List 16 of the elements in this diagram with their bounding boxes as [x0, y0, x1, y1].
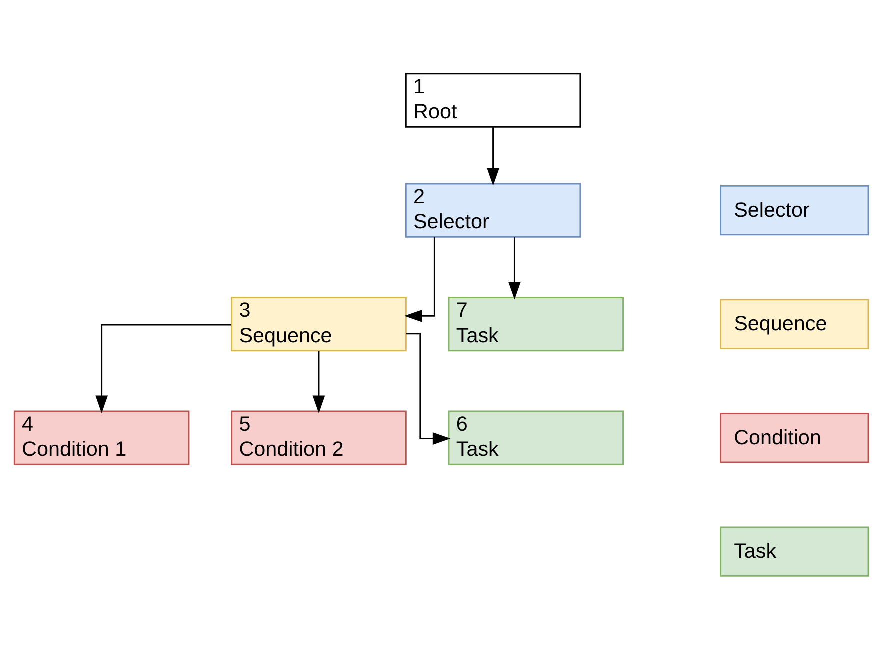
arrow: [404, 236, 436, 322]
node-box: 4 Condition 1: [14, 410, 190, 465]
legend-label: Sequence: [734, 312, 828, 336]
node-box: 3 Sequence: [231, 296, 407, 352]
legend-label: Task: [734, 540, 777, 563]
node-box: 5 Condition 2: [231, 410, 407, 465]
arrow: [487, 126, 500, 186]
node-box: 1 Root: [405, 72, 582, 128]
arrow: [508, 237, 521, 300]
legend-label: Condition: [734, 426, 822, 449]
arrow: [312, 350, 326, 414]
node-box: 2 Selector: [405, 182, 582, 238]
node-box: 7 Task: [448, 296, 624, 352]
arrow: [96, 324, 232, 413]
legend-label: Selector: [734, 198, 810, 222]
node-box: 6 Task: [448, 410, 624, 465]
